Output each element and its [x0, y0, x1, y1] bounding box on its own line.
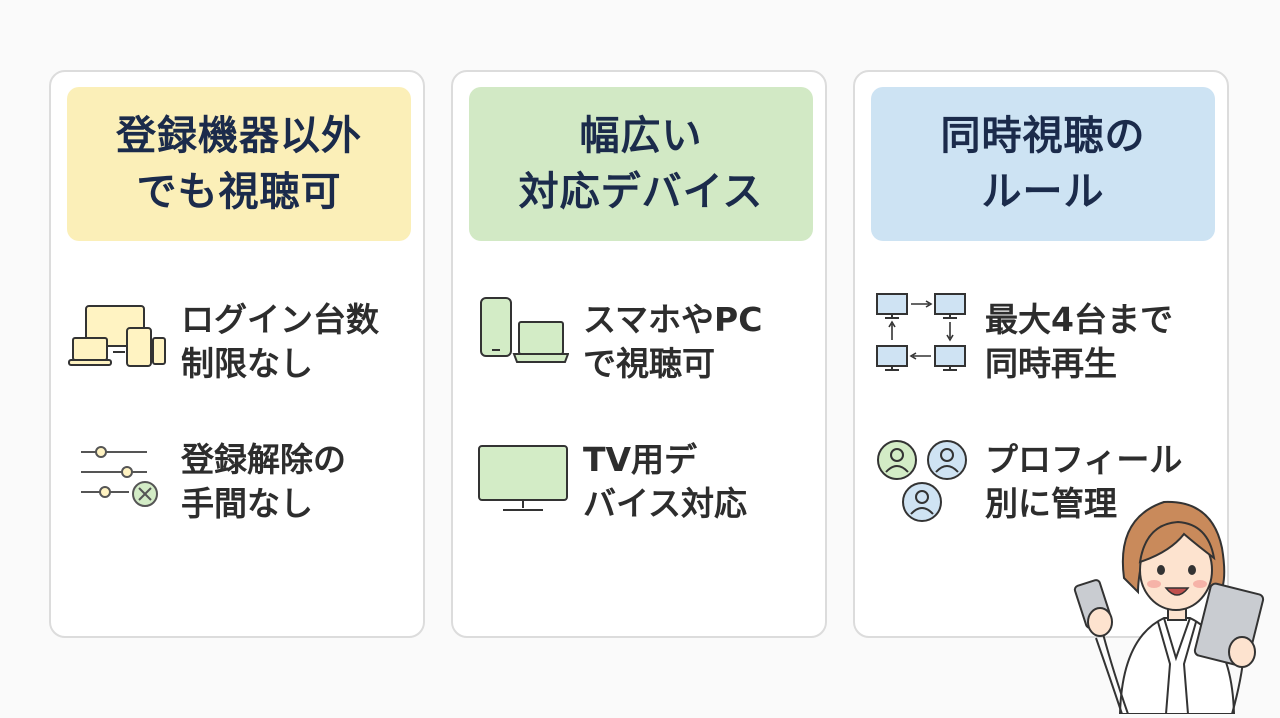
card-title-line-1: 登録機器以外 [116, 113, 362, 159]
feature-line-2: バイス対応 [583, 484, 748, 523]
feature-item-no-deregister: 登録解除の 手間なし [67, 430, 411, 530]
feature-item-profiles: プロフィール 別に管理 [871, 430, 1215, 530]
tv-icon [469, 430, 568, 530]
feature-line-2: 同時再生 [985, 344, 1117, 383]
sliders-icon [67, 430, 163, 530]
feature-line-2: 手間なし [181, 484, 313, 523]
card-title-line-2: ルール [981, 169, 1105, 215]
devices-icon [67, 290, 166, 390]
feature-item-tv-devices: TV用デ バイス対応 [469, 430, 813, 530]
feature-line-2: 別に管理 [985, 484, 1117, 523]
feature-item-four-devices: 最大4台まで 同時再生 [871, 290, 1215, 390]
card-header: 登録機器以外 でも視聴可 [67, 87, 411, 241]
feature-item-smartphone-pc: スマホやPC で視聴可 [469, 290, 813, 390]
card-header: 同時視聴の ルール [871, 87, 1215, 241]
four-screens-icon [871, 290, 967, 390]
feature-line-1: プロフィール [985, 440, 1183, 479]
card-title-line-1: 幅広い [579, 113, 703, 159]
card-header: 幅広い 対応デバイス [469, 87, 813, 241]
phone-laptop-icon [469, 290, 569, 390]
feature-line-1: 最大4台まで [985, 300, 1173, 339]
feature-card-simultaneous-viewing: 同時視聴の ルール [853, 70, 1229, 638]
feature-card-registered-devices: 登録機器以外 でも視聴可 ログイン台数 制限なし [49, 70, 425, 638]
feature-line-1: スマホやPC [583, 300, 763, 339]
feature-line-2: 制限なし [181, 344, 313, 383]
presenter-illustration [1072, 488, 1272, 715]
feature-line-1: ログイン台数 [181, 300, 379, 339]
card-title-line-2: 対応デバイス [518, 169, 764, 215]
feature-item-login-limit: ログイン台数 制限なし [67, 290, 411, 390]
feature-line-1: TV用デ [583, 440, 698, 479]
card-title-line-1: 同時視聴の [940, 113, 1146, 159]
card-title-line-2: でも視聴可 [136, 169, 342, 215]
feature-line-2: で視聴可 [583, 344, 715, 383]
profiles-icon [871, 430, 967, 530]
feature-card-supported-devices: 幅広い 対応デバイス スマホやPC で視聴可 TV用デ バイス対 [451, 70, 827, 638]
feature-line-1: 登録解除の [181, 440, 346, 479]
